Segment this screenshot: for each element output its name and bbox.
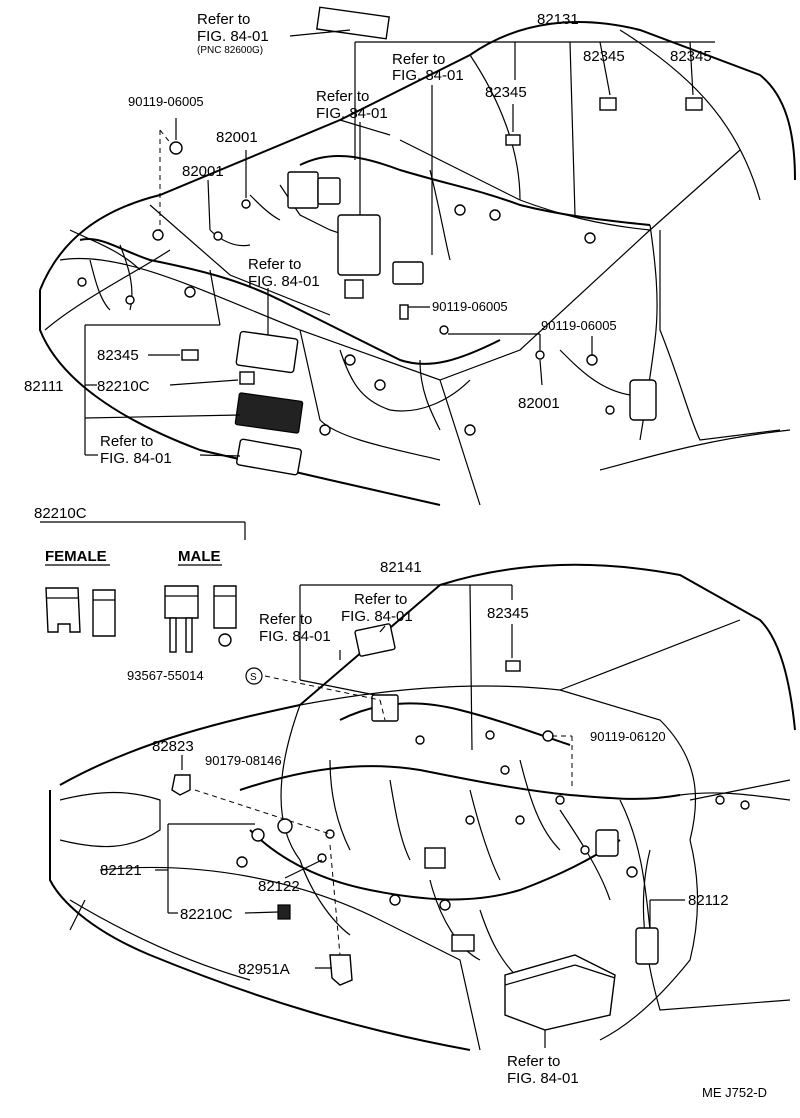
labels-fuse-detail: 82210C FEMALE MALE (34, 505, 221, 565)
fuse-detail-title: 82210C (34, 505, 87, 522)
label-93567-55014: 93567-55014 (127, 668, 204, 683)
label-82345-c: 82345 (485, 84, 527, 101)
fuse-box-tray (235, 438, 303, 476)
refer-top-2: FIG. 84-01 (197, 28, 269, 45)
label-90119-06005-a: 90119-06005 (128, 94, 204, 109)
s-mark: S (250, 672, 257, 683)
label-82951a: 82951A (238, 961, 290, 978)
male-label: MALE (178, 548, 221, 565)
label-82345-e: 82345 (487, 605, 529, 622)
female-label: FEMALE (45, 548, 107, 565)
label-82141: 82141 (380, 559, 422, 576)
connector-box-right (392, 261, 424, 285)
label-82001-c: 82001 (518, 395, 560, 412)
refer-g-2: FIG. 84-01 (507, 1070, 579, 1087)
label-82210c-a: 82210C (97, 378, 150, 395)
upper-cover-82345 (599, 97, 617, 111)
label-82823: 82823 (152, 738, 194, 755)
label-90119-06005-b: 90119-06005 (432, 299, 508, 314)
bracket-82823 (171, 774, 191, 796)
relay-connector-lower (354, 623, 396, 657)
label-82001-b: 82001 (182, 163, 224, 180)
label-82345-a: 82345 (583, 48, 625, 65)
fuse-box-cover (235, 330, 299, 374)
upper-connectors (77, 6, 703, 476)
fuse-82210c-lower (277, 904, 291, 920)
s-mark-circle (245, 667, 263, 685)
label-82122: 82122 (258, 878, 300, 895)
fuse-detail (40, 521, 246, 653)
upper-leader-lines (84, 29, 715, 457)
labels-upper: Refer to FIG. 84-01 (PNC 82600G) 82131 8… (24, 11, 712, 467)
lower-leader-lines (155, 584, 685, 1048)
male-fuse-icon (164, 585, 237, 653)
junction-block-upper (337, 214, 381, 276)
refer-c-1: Refer to (248, 256, 301, 273)
fuse-box-main (234, 392, 304, 434)
label-82131: 82131 (537, 11, 579, 28)
lower-connectors (171, 623, 750, 1031)
label-82112: 82112 (688, 892, 729, 909)
label-82345-b: 82345 (670, 48, 712, 65)
female-fuse-icon (45, 587, 116, 637)
refer-d-1: Refer to (100, 433, 153, 450)
refer-f-2: FIG. 84-01 (259, 628, 331, 645)
top-label-plate (316, 6, 390, 40)
refer-top-1: Refer to (197, 11, 250, 28)
refer-b-1: Refer to (316, 88, 369, 105)
upper-cover-82345-lower (505, 660, 521, 672)
label-90179-08146: 90179-08146 (205, 753, 282, 768)
refer-b-2: FIG. 84-01 (316, 105, 388, 122)
relay-block-82112 (635, 927, 659, 965)
labels-lower: 82141 Refer to FIG. 84-01 82345 Refer to… (100, 559, 767, 1100)
pnc-note: (PNC 82600G) (197, 45, 263, 56)
relay-block-upper (287, 171, 319, 209)
bracket-82951a (329, 954, 353, 986)
upper-wire-harness (79, 155, 658, 441)
refer-a-2: FIG. 84-01 (392, 67, 464, 84)
refer-f-1: Refer to (259, 611, 312, 628)
diagram-code: ME J752-D (702, 1085, 767, 1100)
refer-e-2: FIG. 84-01 (341, 608, 413, 625)
refer-e-1: Refer to (354, 591, 407, 608)
label-82001-a: 82001 (216, 129, 258, 146)
label-90119-06120: 90119-06120 (590, 729, 666, 744)
refer-d-2: FIG. 84-01 (100, 450, 172, 467)
label-82345-d: 82345 (97, 347, 139, 364)
label-82111: 82111 (24, 378, 64, 395)
lower-car-body (49, 563, 796, 1051)
label-82210c-b: 82210C (180, 906, 233, 923)
refer-a-1: Refer to (392, 51, 445, 68)
refer-c-2: FIG. 84-01 (248, 273, 320, 290)
label-90119-06005-c: 90119-06005 (541, 318, 617, 333)
label-82121: 82121 (100, 862, 142, 879)
upper-car-body (39, 21, 796, 506)
lower-wire-harness (239, 702, 791, 981)
refer-g-1: Refer to (507, 1053, 560, 1070)
junction-box-lower (504, 954, 616, 1031)
